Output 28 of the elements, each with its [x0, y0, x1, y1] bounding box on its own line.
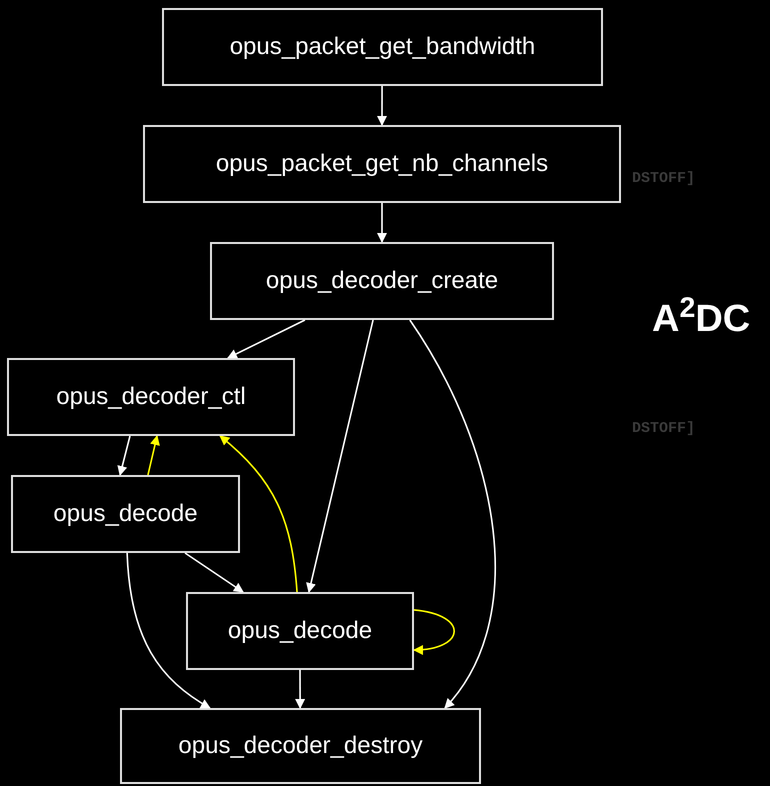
function-name: opus_packet_get_bandwidth: [230, 32, 536, 62]
function-name: opus_decode: [228, 616, 372, 646]
function-name: opus_decoder_destroy: [178, 731, 423, 761]
function-box: [186, 592, 414, 670]
function-box: [11, 475, 240, 553]
arrow: [377, 86, 388, 126]
arrow: [219, 435, 298, 592]
arrow: [306, 320, 374, 593]
arrow: [409, 320, 496, 709]
note-text: DSTOFF]: [632, 169, 696, 189]
function-box: [143, 125, 621, 203]
arrow: [184, 552, 244, 593]
function-name: opus_decode: [53, 499, 198, 529]
function-box: [210, 242, 554, 320]
arrow: [377, 203, 387, 243]
function-name: opus_decoder_create: [266, 266, 498, 296]
arrow: [227, 319, 306, 359]
function-box: [162, 8, 603, 86]
arrow: [147, 435, 160, 476]
arrow: [126, 552, 211, 709]
note-text: DSTOFF]: [632, 419, 696, 439]
arrow: [117, 436, 131, 476]
arrow: [295, 670, 306, 709]
function-name: opus_packet_get_nb_channels: [216, 149, 548, 179]
function-name: opus_decoder_ctl: [56, 382, 246, 412]
function-box: [120, 708, 481, 784]
arrow: [413, 609, 455, 654]
function-box: [7, 358, 295, 436]
